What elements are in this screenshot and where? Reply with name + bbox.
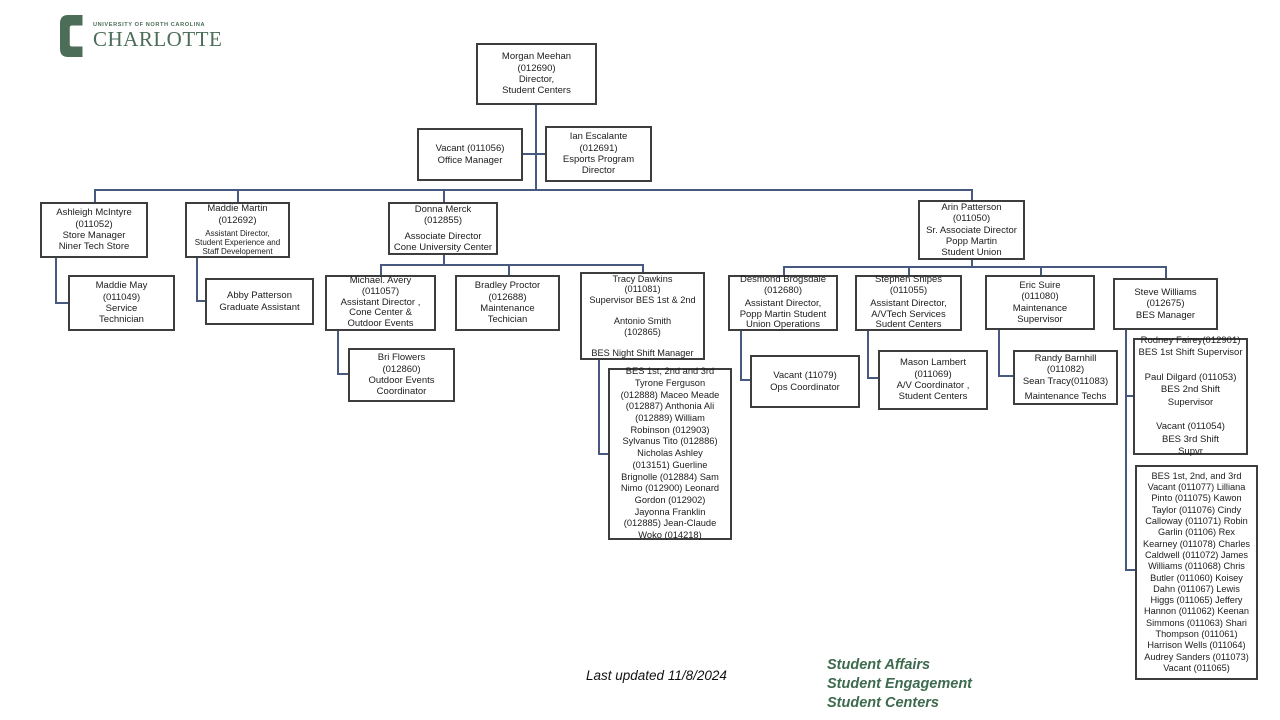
connector-segment xyxy=(867,331,869,379)
connector-segment xyxy=(642,264,644,273)
org-node-abby-patterson: Abby Patterson Graduate Assistant xyxy=(205,278,314,325)
connector-segment xyxy=(598,360,600,455)
connector-segment xyxy=(337,331,339,375)
org-node-text: BES 1st, 2nd, and 3rd Vacant (011077) Li… xyxy=(1142,470,1251,673)
connector-segment xyxy=(196,258,198,302)
connector-segment xyxy=(740,331,742,381)
org-node-ashleigh-mcintyre: Ashleigh McIntyre (011052) Store Manager… xyxy=(40,202,148,258)
org-node-name: Donna Merck (012855) xyxy=(414,203,472,227)
connector-segment xyxy=(196,300,206,302)
org-node-title: Associate Director Cone University Cente… xyxy=(393,230,493,253)
org-node-maddie-martin: Maddie Martin (012692) Assistant Directo… xyxy=(185,202,290,258)
connector-segment xyxy=(523,153,545,155)
logo-text: UNIVERSITY OF NORTH CAROLINA CHARLOTTE xyxy=(93,15,222,50)
org-node-text: BES 1st, 2nd and 3rd Tyrone Ferguson (01… xyxy=(620,366,720,541)
org-node-text: Ian Escalante (012691) Esports Program D… xyxy=(562,131,635,177)
connector-segment xyxy=(508,264,510,276)
org-node-title: Assistant Director, A/VTech Services Sud… xyxy=(870,298,947,331)
org-node-donna-merck: Donna Merck (012855) Associate Director … xyxy=(388,202,498,255)
org-node-text: Rodney Fairey(012901) BES 1st Shift Supe… xyxy=(1138,334,1243,457)
org-node-text: Abby Patterson Graduate Assistant xyxy=(219,290,300,313)
org-node-arin-patterson: Arin Patterson (011050) Sr. Associate Di… xyxy=(918,200,1025,260)
org-node-bes-union-staff-list: BES 1st, 2nd, and 3rd Vacant (011077) Li… xyxy=(1135,465,1258,680)
connector-segment xyxy=(535,105,537,190)
connector-segment xyxy=(867,377,879,379)
org-node-text: Eric Suire (011080) Maintenance Supervis… xyxy=(1012,279,1068,325)
org-node-name: Maddie Martin (012692) xyxy=(207,203,268,226)
org-node-text: Mason Lambert (011069) A/V Coordinator ,… xyxy=(896,357,970,403)
org-node-title: Assistant Director, Student Experience a… xyxy=(194,228,281,256)
org-node-title: Assistant Director, Popp Martin Student … xyxy=(739,298,827,331)
connector-segment xyxy=(1040,266,1042,276)
org-node-text: Bri Flowers (012860) Outdoor Events Coor… xyxy=(368,352,435,398)
org-node-text: Tracy Dawkins (011081) Supervisor BES 1s… xyxy=(589,273,696,358)
connector-segment xyxy=(740,379,751,381)
org-node-text: Morgan Meehan (012690) Director, Student… xyxy=(501,51,572,97)
org-node-bes-shift-supervisors: Rodney Fairey(012901) BES 1st Shift Supe… xyxy=(1133,334,1248,457)
connector-segment xyxy=(443,255,445,266)
org-node-text: Arin Patterson (011050) Sr. Associate Di… xyxy=(926,202,1017,258)
logo-campus-text: CHARLOTTE xyxy=(93,27,223,51)
connector-segment xyxy=(94,189,96,203)
org-node-text: Maddie May (011049) Service Technician xyxy=(95,280,148,326)
org-node-tracy-dawkins: Tracy Dawkins (011081) Supervisor BES 1s… xyxy=(580,272,705,360)
connector-segment xyxy=(55,302,69,304)
connector-segment xyxy=(783,266,1167,268)
org-node-text: Michael. Avery (011057) Assistant Direct… xyxy=(340,274,421,330)
org-node-stephen-snipes: Stephen Snipes (011055) Assistant Direct… xyxy=(855,275,962,331)
connector-segment xyxy=(998,330,1000,377)
connector-segment xyxy=(971,189,973,201)
org-node-text: Steve Williams (012675) BES Manager xyxy=(1134,286,1197,321)
org-node-name: Desmond Brogsdale (012680) xyxy=(739,274,827,296)
connector-segment xyxy=(598,453,609,455)
connector-segment xyxy=(908,266,910,276)
org-node-ian-escalante: Ian Escalante (012691) Esports Program D… xyxy=(545,126,652,182)
connector-segment xyxy=(380,264,644,266)
org-node-steve-williams: Steve Williams (012675) BES Manager xyxy=(1113,278,1218,330)
org-node-text: Bradley Proctor (012688) Maintenance Tec… xyxy=(474,280,541,326)
org-node-vacant-ops-coordinator: Vacant (11079) Ops Coordinator xyxy=(750,355,860,408)
charlotte-c-logo-icon xyxy=(60,15,83,57)
org-node-maddie-may: Maddie May (011049) Service Technician xyxy=(68,275,175,331)
connector-segment xyxy=(94,189,972,191)
connector-segment xyxy=(443,189,445,203)
org-node-name: Randy Barnhill (011082) Sean Tracy(01108… xyxy=(1022,352,1109,387)
connector-segment xyxy=(337,373,349,375)
connector-segment xyxy=(1125,395,1134,397)
org-node-randy-barnhill: Randy Barnhill (011082) Sean Tracy(01108… xyxy=(1013,350,1118,405)
connector-segment xyxy=(237,189,239,203)
unc-charlotte-logo: UNIVERSITY OF NORTH CAROLINA CHARLOTTE xyxy=(60,15,222,57)
org-node-desmond-brogsdale: Desmond Brogsdale (012680) Assistant Dir… xyxy=(728,275,838,331)
org-node-vacant-office-manager: Vacant (011056) Office Manager xyxy=(417,128,523,181)
connector-segment xyxy=(55,258,57,304)
org-node-morgan-meehan: Morgan Meehan (012690) Director, Student… xyxy=(476,43,597,105)
logo-institution-text: UNIVERSITY OF NORTH CAROLINA xyxy=(93,22,206,28)
org-node-title: Maintenance Techs xyxy=(1024,390,1107,402)
org-node-name: Stephen Snipes (011055) xyxy=(874,274,943,296)
connector-segment xyxy=(998,375,1014,377)
department-title-text: Student Affairs Student Engagement Stude… xyxy=(827,657,973,712)
org-node-bri-flowers: Bri Flowers (012860) Outdoor Events Coor… xyxy=(348,348,455,402)
org-node-eric-suire: Eric Suire (011080) Maintenance Supervis… xyxy=(985,275,1095,330)
org-node-text: Vacant (11079) Ops Coordinator xyxy=(770,370,840,393)
connector-segment xyxy=(971,260,973,268)
org-node-bes-staff-list: BES 1st, 2nd and 3rd Tyrone Ferguson (01… xyxy=(608,366,732,541)
org-node-text: Vacant (011056) Office Manager xyxy=(435,143,505,166)
connector-segment xyxy=(783,266,785,276)
org-node-michael-avery: Michael. Avery (011057) Assistant Direct… xyxy=(325,275,436,331)
connector-segment xyxy=(1125,330,1127,571)
connector-segment xyxy=(1125,569,1136,571)
org-node-bradley-proctor: Bradley Proctor (012688) Maintenance Tec… xyxy=(455,275,560,331)
org-node-mason-lambert: Mason Lambert (011069) A/V Coordinator ,… xyxy=(878,350,988,410)
last-updated-text: Last updated 11/8/2024 xyxy=(586,668,727,683)
org-node-text: Ashleigh McIntyre (011052) Store Manager… xyxy=(56,207,132,253)
connector-segment xyxy=(1165,266,1167,279)
connector-segment xyxy=(380,264,382,276)
